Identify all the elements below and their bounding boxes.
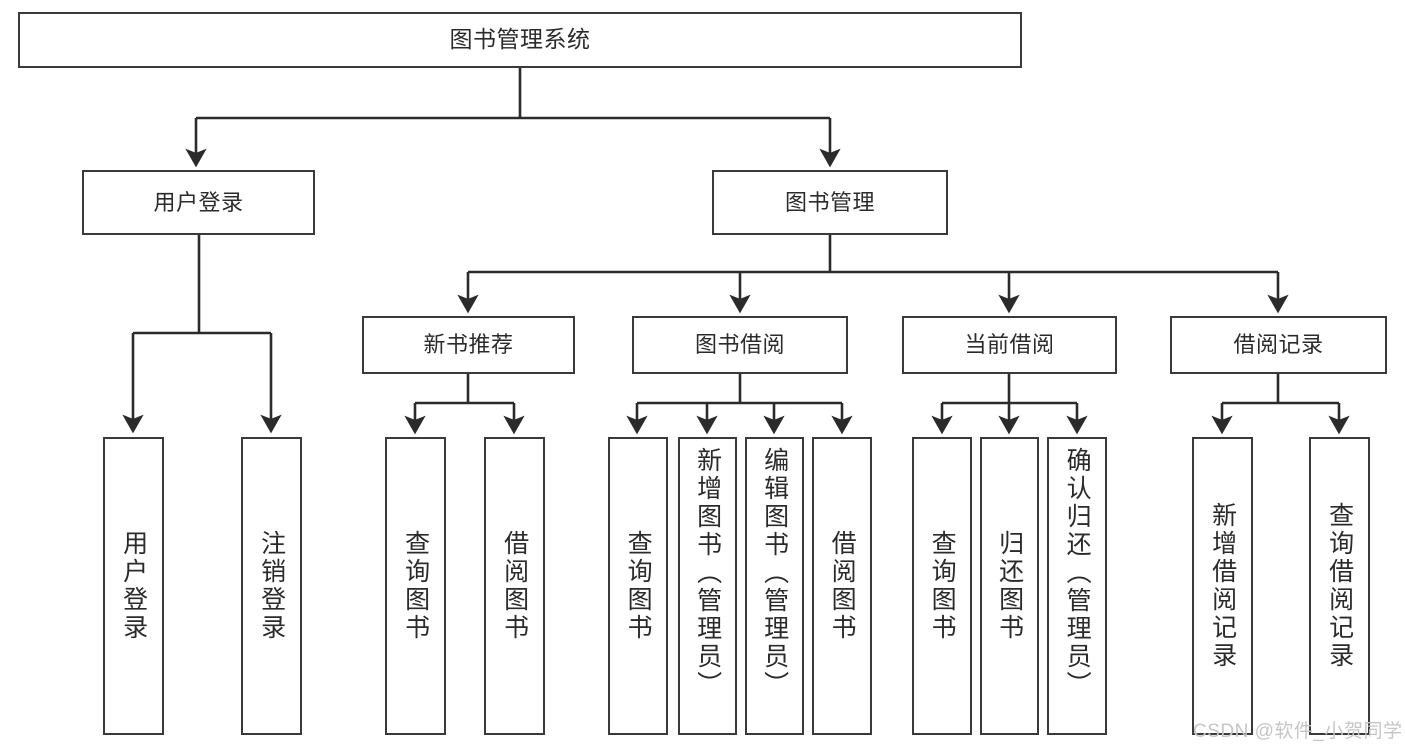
- node-label: 图书管理: [784, 189, 875, 215]
- leaf-node-return-book[interactable]: 归还图书: [980, 437, 1039, 735]
- leaf-node-edit-book-admin[interactable]: 编辑图书（管理员）: [745, 437, 804, 735]
- node-label: 图书管理系统: [449, 26, 591, 53]
- node-book-management[interactable]: 图书管理: [712, 170, 948, 235]
- node-label: 图书借阅: [694, 332, 785, 358]
- node-label: 新增借阅记录: [1208, 502, 1237, 670]
- node-label: 借阅图书: [828, 530, 857, 642]
- leaf-node-add-borrow-record[interactable]: 新增借阅记录: [1192, 437, 1253, 735]
- leaf-node-query-borrow-record[interactable]: 查询借阅记录: [1309, 437, 1370, 735]
- leaf-node-confirm-return-admin[interactable]: 确认归还（管理员）: [1047, 437, 1107, 735]
- leaf-node-user-login[interactable]: 用户登录: [103, 437, 164, 735]
- node-new-book-recommendation[interactable]: 新书推荐: [362, 316, 575, 374]
- leaf-node-query-book-current[interactable]: 查询图书: [912, 437, 972, 735]
- leaf-node-query-book-recommendation[interactable]: 查询图书: [385, 437, 446, 735]
- node-root-book-management-system[interactable]: 图书管理系统: [18, 12, 1022, 68]
- node-label: 编辑图书（管理员）: [760, 447, 789, 699]
- node-current-borrow[interactable]: 当前借阅: [902, 316, 1117, 374]
- leaf-node-query-book-borrow[interactable]: 查询图书: [608, 437, 668, 735]
- node-label: 用户登录: [119, 530, 148, 642]
- leaf-node-add-book-admin[interactable]: 新增图书（管理员）: [678, 437, 737, 735]
- node-label: 注销登录: [257, 530, 286, 642]
- leaf-node-borrow-book-recommendation[interactable]: 借阅图书: [484, 437, 545, 735]
- node-borrow-record[interactable]: 借阅记录: [1170, 316, 1387, 374]
- leaf-node-borrow-book[interactable]: 借阅图书: [812, 437, 872, 735]
- node-label: 查询图书: [401, 530, 430, 642]
- node-label: 当前借阅: [964, 332, 1055, 358]
- node-label: 新增图书（管理员）: [693, 447, 722, 699]
- node-label: 归还图书: [995, 530, 1024, 642]
- node-user-login[interactable]: 用户登录: [82, 170, 315, 235]
- node-label: 借阅记录: [1233, 332, 1324, 358]
- leaf-node-user-logout[interactable]: 注销登录: [241, 437, 302, 735]
- node-label: 查询借阅记录: [1325, 502, 1354, 670]
- node-label: 借阅图书: [500, 530, 529, 642]
- csdn-watermark: CSDN @软件_小贺同学: [1193, 721, 1403, 742]
- node-label: 用户登录: [153, 189, 244, 215]
- node-label: 新书推荐: [423, 332, 514, 358]
- node-label: 查询图书: [928, 530, 957, 642]
- node-label: 查询图书: [624, 530, 653, 642]
- node-book-borrow[interactable]: 图书借阅: [632, 316, 848, 374]
- node-label: 确认归还（管理员）: [1063, 447, 1092, 699]
